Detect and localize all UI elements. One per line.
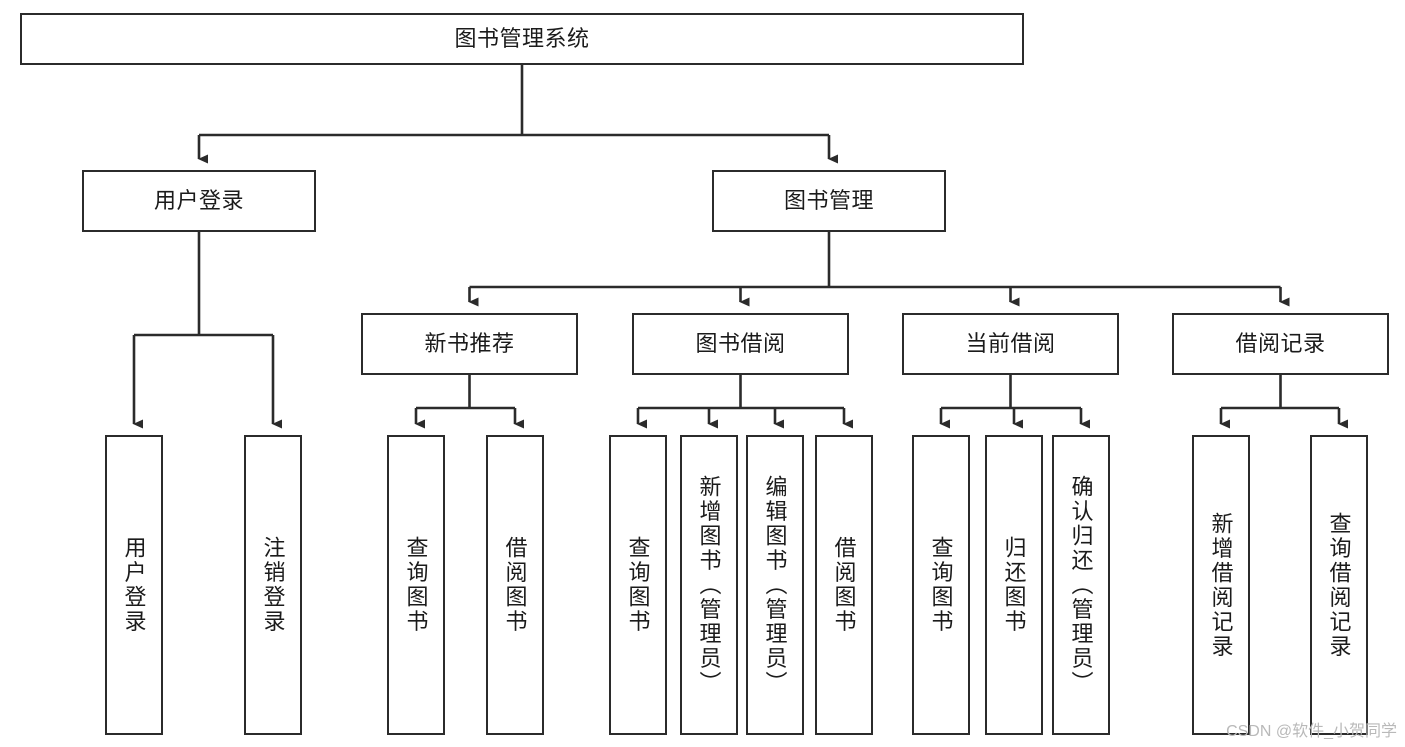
node-borrow-record[interactable]: 借阅记录 xyxy=(1172,313,1389,375)
node-label: 注销登录 xyxy=(260,536,286,634)
node-label: 新增图书（管理员） xyxy=(696,474,722,696)
node-label: 用户登录 xyxy=(121,536,147,634)
node-label: 借阅记录 xyxy=(1235,331,1326,357)
node-label: 用户登录 xyxy=(153,188,244,214)
node-leaf-edit-book[interactable]: 编辑图书（管理员） xyxy=(746,435,804,735)
node-label: 图书管理 xyxy=(783,188,874,214)
node-label: 编辑图书（管理员） xyxy=(762,474,788,696)
node-leaf-query-record[interactable]: 查询借阅记录 xyxy=(1310,435,1368,735)
node-leaf-return-book[interactable]: 归还图书 xyxy=(985,435,1043,735)
node-root[interactable]: 图书管理系统 xyxy=(20,13,1024,65)
node-label: 查询图书 xyxy=(928,536,954,634)
node-label: 新增借阅记录 xyxy=(1208,511,1234,659)
node-leaf-user-login[interactable]: 用户登录 xyxy=(105,435,163,735)
node-label: 查询图书 xyxy=(625,536,651,634)
node-current-borrow[interactable]: 当前借阅 xyxy=(902,313,1119,375)
node-user-login[interactable]: 用户登录 xyxy=(82,170,316,232)
node-leaf-add-record[interactable]: 新增借阅记录 xyxy=(1192,435,1250,735)
node-leaf-borrow-book-2[interactable]: 借阅图书 xyxy=(815,435,873,735)
node-label: 查询图书 xyxy=(403,536,429,634)
node-leaf-query-book-1[interactable]: 查询图书 xyxy=(387,435,445,735)
node-label: 图书借阅 xyxy=(695,331,786,357)
node-leaf-query-book-2[interactable]: 查询图书 xyxy=(609,435,667,735)
node-leaf-logout[interactable]: 注销登录 xyxy=(244,435,302,735)
node-leaf-confirm-return[interactable]: 确认归还（管理员） xyxy=(1052,435,1110,735)
node-book-manage[interactable]: 图书管理 xyxy=(712,170,946,232)
node-label: 归还图书 xyxy=(1001,536,1027,634)
node-leaf-borrow-book-1[interactable]: 借阅图书 xyxy=(486,435,544,735)
node-label: 新书推荐 xyxy=(424,331,515,357)
node-label: 借阅图书 xyxy=(502,536,528,634)
node-leaf-add-book[interactable]: 新增图书（管理员） xyxy=(680,435,738,735)
node-label: 图书管理系统 xyxy=(454,26,590,52)
node-label: 借阅图书 xyxy=(831,536,857,634)
node-new-book-rec[interactable]: 新书推荐 xyxy=(361,313,578,375)
node-book-borrow[interactable]: 图书借阅 xyxy=(632,313,849,375)
node-label: 查询借阅记录 xyxy=(1326,511,1352,659)
node-label: 确认归还（管理员） xyxy=(1068,474,1094,696)
node-label: 当前借阅 xyxy=(965,331,1056,357)
node-leaf-query-book-3[interactable]: 查询图书 xyxy=(912,435,970,735)
